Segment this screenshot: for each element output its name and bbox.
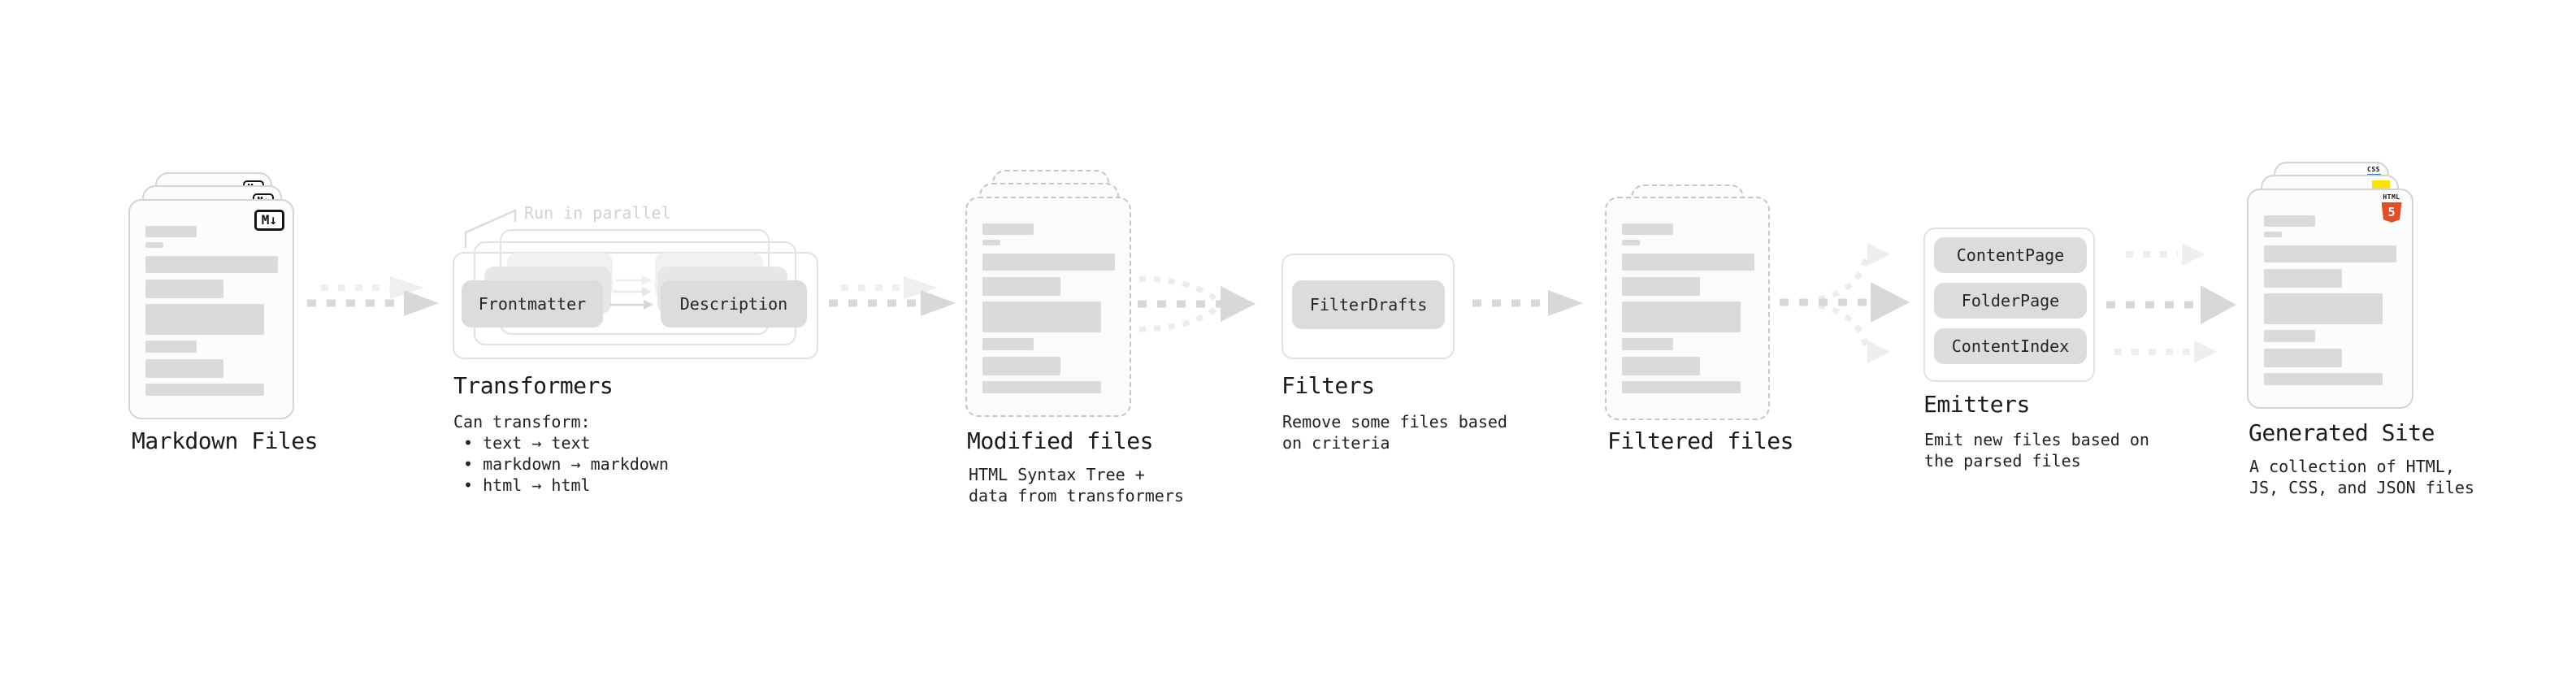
- filterdrafts-box: FilterDrafts: [1292, 280, 1445, 329]
- text-line-bar: [145, 226, 197, 237]
- filtered-file-card-front: [1605, 197, 1770, 420]
- text-line-bar: [1622, 301, 1741, 332]
- generated-file-card-html: HTML 5: [2247, 189, 2413, 409]
- frontmatter-label: Frontmatter: [478, 294, 587, 314]
- text-line-bar: [2264, 245, 2396, 262]
- filters-outline: [1281, 254, 1455, 359]
- text-line-bar: [1622, 223, 1673, 235]
- modified-file-card-front: [965, 197, 1131, 417]
- stage-title-filtered-files: Filtered files: [1607, 427, 1794, 454]
- text-line-bar: [1622, 381, 1741, 393]
- text-line-bar: [2264, 349, 2342, 367]
- stage-title-filters: Filters: [1281, 372, 1375, 399]
- css-icon-label: CSS: [2367, 166, 2380, 173]
- modified-files-stack: [965, 170, 1131, 417]
- text-line-bar: [982, 338, 1034, 350]
- arrow-filtered-to-emitters: [1780, 243, 1910, 363]
- generated-site-stack: CSS HTML 5: [2247, 162, 2413, 409]
- contentpage-box: ContentPage: [1934, 237, 2087, 273]
- stage-subtitle-modified-files: HTML Syntax Tree + data from transformer…: [969, 465, 1184, 505]
- stage-subtitle-filters: Remove some files based on criteria: [1282, 412, 1507, 453]
- stage-subtitle-transformers: Can transform: • text → text • markdown …: [453, 412, 669, 495]
- markdown-files-stack: M↓ M↓ M↓: [128, 172, 294, 419]
- markdown-file-card-front: M↓: [128, 199, 294, 419]
- text-line-bar: [1622, 357, 1700, 375]
- text-line-bar: [145, 359, 223, 378]
- html5-icon-number: 5: [2387, 205, 2396, 220]
- description-box: Description: [661, 280, 807, 327]
- folderpage-box: FolderPage: [1934, 283, 2087, 319]
- text-line-bar: [982, 223, 1034, 235]
- stage-title-generated-site: Generated Site: [2249, 419, 2435, 446]
- stage-title-transformers: Transformers: [453, 372, 614, 399]
- contentindex-box: ContentIndex: [1934, 328, 2087, 364]
- stage-subtitle-generated-site: A collection of HTML, JS, CSS, and JSON …: [2249, 457, 2474, 497]
- text-line-bar: [1622, 240, 1640, 245]
- stage-title-markdown-files: Markdown Files: [132, 427, 319, 454]
- text-line-bar: [2264, 232, 2282, 237]
- arrow-filters-to-filtered: [1472, 290, 1583, 316]
- text-line-bar: [982, 301, 1101, 332]
- arrow-markdown-to-transformers: [307, 276, 439, 316]
- stage-subtitle-emitters: Emit new files based on the parsed files: [1924, 430, 2149, 471]
- text-line-bar: [145, 340, 197, 353]
- html5-icon-label: HTML: [2383, 193, 2400, 201]
- text-line-bar: [982, 357, 1060, 375]
- html5-icon: HTML 5: [2381, 193, 2402, 223]
- text-line-bar: [1622, 277, 1700, 296]
- markdown-icon: M↓: [254, 210, 284, 231]
- contentindex-label: ContentIndex: [1951, 336, 2070, 356]
- folderpage-label: FolderPage: [1961, 291, 2060, 310]
- text-line-bar: [145, 256, 278, 273]
- text-line-bar: [982, 381, 1101, 393]
- arrow-modified-to-filters: [1138, 275, 1255, 332]
- arrow-emitters-to-generated: [2106, 243, 2236, 363]
- text-line-bar: [2264, 293, 2383, 324]
- filterdrafts-label: FilterDrafts: [1309, 295, 1428, 314]
- arrow-transformers-to-modified: [829, 276, 956, 316]
- text-line-bar: [2264, 215, 2315, 227]
- description-label: Description: [679, 294, 788, 314]
- text-line-bar: [1622, 338, 1673, 350]
- transformer-flow-arrows: [609, 275, 653, 310]
- text-line-bar: [145, 280, 223, 298]
- frontmatter-box: Frontmatter: [462, 280, 603, 327]
- text-line-bar: [982, 277, 1060, 296]
- text-line-bar: [2264, 373, 2383, 385]
- stage-title-modified-files: Modified files: [967, 427, 1154, 454]
- js-icon: [2372, 180, 2390, 189]
- text-line-bar: [145, 384, 264, 396]
- stage-title-emitters: Emitters: [1923, 391, 2030, 418]
- text-line-bar: [982, 254, 1115, 271]
- text-line-bar: [2264, 330, 2315, 342]
- text-line-bar: [982, 240, 1000, 245]
- contentpage-label: ContentPage: [1956, 245, 2065, 265]
- run-in-parallel-callout-line: [464, 209, 517, 248]
- text-line-bar: [145, 304, 264, 335]
- transformers-layer-outline-front: [453, 252, 818, 359]
- emitters-outline: [1923, 228, 2095, 382]
- text-line-bar: [2264, 269, 2342, 288]
- text-line-bar: [1622, 254, 1754, 271]
- filtered-files-stack: [1605, 184, 1770, 432]
- run-in-parallel-label: Run in parallel: [524, 203, 671, 223]
- html5-icon-shield: 5: [2381, 202, 2402, 223]
- text-line-bar: [145, 242, 163, 248]
